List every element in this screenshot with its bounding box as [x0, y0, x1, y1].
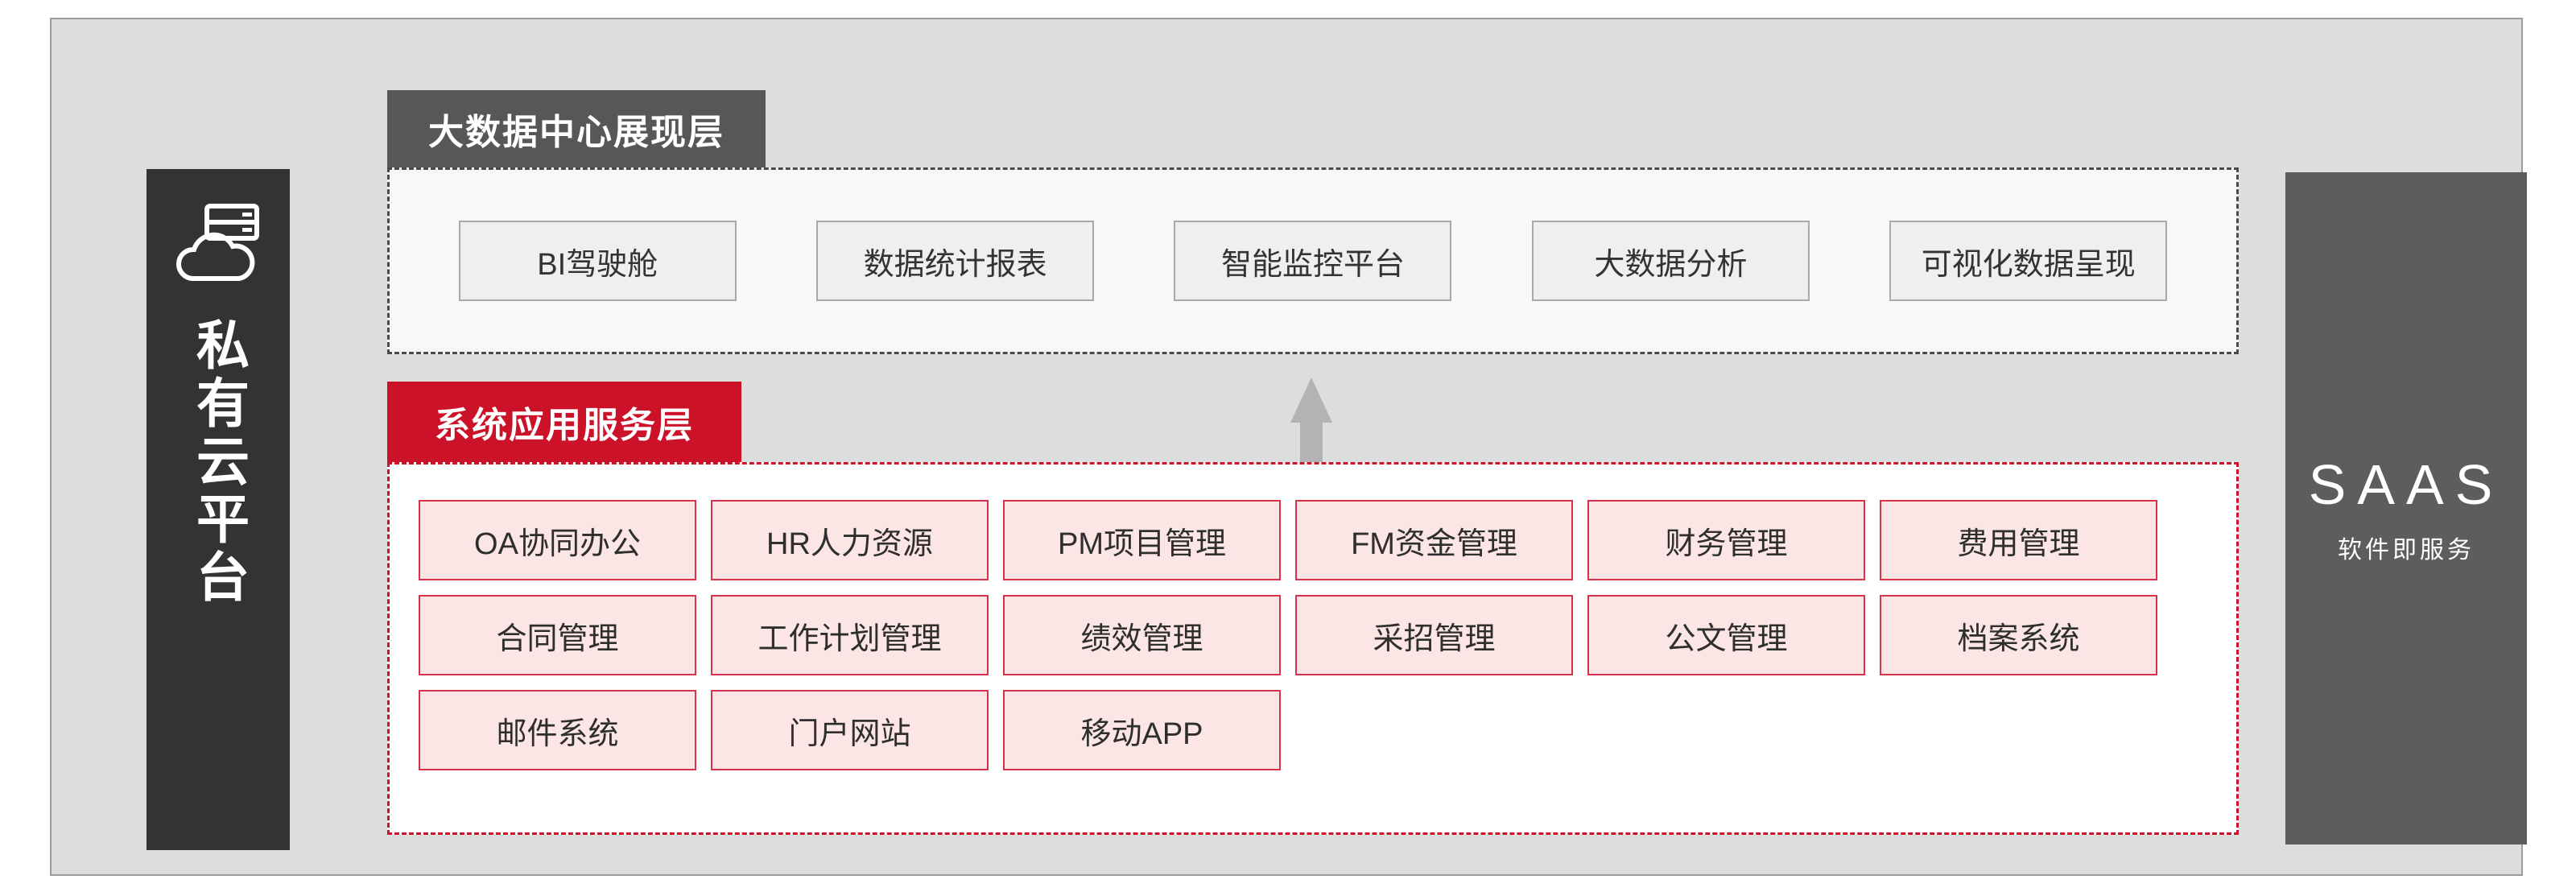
app-item-label: OA协同办公	[474, 526, 641, 561]
app-item-label: 公文管理	[1665, 621, 1788, 656]
bigdata-item[interactable]: 数据统计报表	[816, 221, 1095, 301]
app-item-label: 门户网站	[788, 716, 911, 751]
app-layer-tab-label: 系统应用服务层	[435, 406, 694, 445]
app-item[interactable]: 邮件系统	[419, 690, 696, 770]
bigdata-item[interactable]: BI驾驶舱	[458, 221, 737, 301]
app-item-label: HR人力资源	[766, 526, 933, 561]
bigdata-item-label: 智能监控平台	[1220, 247, 1405, 282]
app-item[interactable]: PM项目管理	[1003, 500, 1281, 580]
app-item-label: 费用管理	[1957, 526, 2080, 561]
bigdata-item[interactable]: 智能监控平台	[1174, 221, 1452, 301]
bigdata-item-label: 可视化数据呈现	[1921, 247, 2136, 282]
app-row: 合同管理 工作计划管理 绩效管理 采招管理 公文管理 档案系统	[419, 595, 2207, 675]
app-item-label: 移动APP	[1080, 716, 1203, 751]
app-item-label: 工作计划管理	[758, 621, 942, 656]
private-cloud-title: 私有云平台	[188, 317, 249, 607]
up-arrow-icon	[1289, 378, 1334, 462]
app-item[interactable]: 合同管理	[419, 595, 696, 675]
app-item-label: 采招管理	[1373, 621, 1496, 656]
app-item[interactable]: 档案系统	[1880, 595, 2157, 675]
app-row: OA协同办公 HR人力资源 PM项目管理 FM资金管理 财务管理 费用管理	[419, 500, 2207, 580]
bigdata-item-label: 数据统计报表	[863, 247, 1047, 282]
diagram-canvas: 私有云平台 大数据中心展现层 BI驾驶舱 数据统计报表 智能监控平台 大数据分析…	[50, 18, 2527, 876]
bigdata-layer-tab[interactable]: 大数据中心展现层	[387, 90, 766, 167]
app-item-label: 档案系统	[1957, 621, 2080, 656]
bigdata-item[interactable]: 可视化数据呈现	[1889, 221, 2168, 301]
app-item-label: 邮件系统	[496, 716, 619, 751]
app-item[interactable]: 门户网站	[711, 690, 989, 770]
app-item-label: 合同管理	[496, 621, 619, 656]
bigdata-item[interactable]: 大数据分析	[1531, 221, 1810, 301]
bigdata-layer-tab-label: 大数据中心展现层	[428, 113, 724, 152]
app-item[interactable]: 移动APP	[1003, 690, 1281, 770]
app-item[interactable]: 财务管理	[1587, 500, 1865, 580]
app-item[interactable]: 绩效管理	[1003, 595, 1281, 675]
app-layer-panel: OA协同办公 HR人力资源 PM项目管理 FM资金管理 财务管理 费用管理 合同…	[387, 462, 2239, 835]
bigdata-item-label: BI驾驶舱	[537, 247, 658, 282]
bigdata-item-label: 大数据分析	[1594, 247, 1748, 282]
app-item[interactable]: 公文管理	[1587, 595, 1865, 675]
private-cloud-panel: 私有云平台	[147, 169, 290, 850]
app-item[interactable]: 工作计划管理	[711, 595, 989, 675]
app-item[interactable]: 采招管理	[1295, 595, 1573, 675]
cloud-server-icon	[170, 200, 266, 296]
app-item-label: 财务管理	[1665, 526, 1788, 561]
bigdata-layer-panel: BI驾驶舱 数据统计报表 智能监控平台 大数据分析 可视化数据呈现	[387, 167, 2239, 354]
app-item-label: 绩效管理	[1080, 621, 1203, 656]
saas-panel: SAAS 软件即服务	[2285, 172, 2527, 844]
app-layer-tab[interactable]: 系统应用服务层	[387, 382, 741, 462]
app-item[interactable]: FM资金管理	[1295, 500, 1573, 580]
app-item-label: PM项目管理	[1057, 526, 1226, 561]
app-item[interactable]: HR人力资源	[711, 500, 989, 580]
saas-title: SAAS	[2308, 452, 2504, 516]
app-item[interactable]: OA协同办公	[419, 500, 696, 580]
app-row: 邮件系统 门户网站 移动APP	[419, 690, 2207, 770]
app-item-label: FM资金管理	[1351, 526, 1517, 561]
app-item[interactable]: 费用管理	[1880, 500, 2157, 580]
saas-subtitle: 软件即服务	[2338, 536, 2475, 564]
